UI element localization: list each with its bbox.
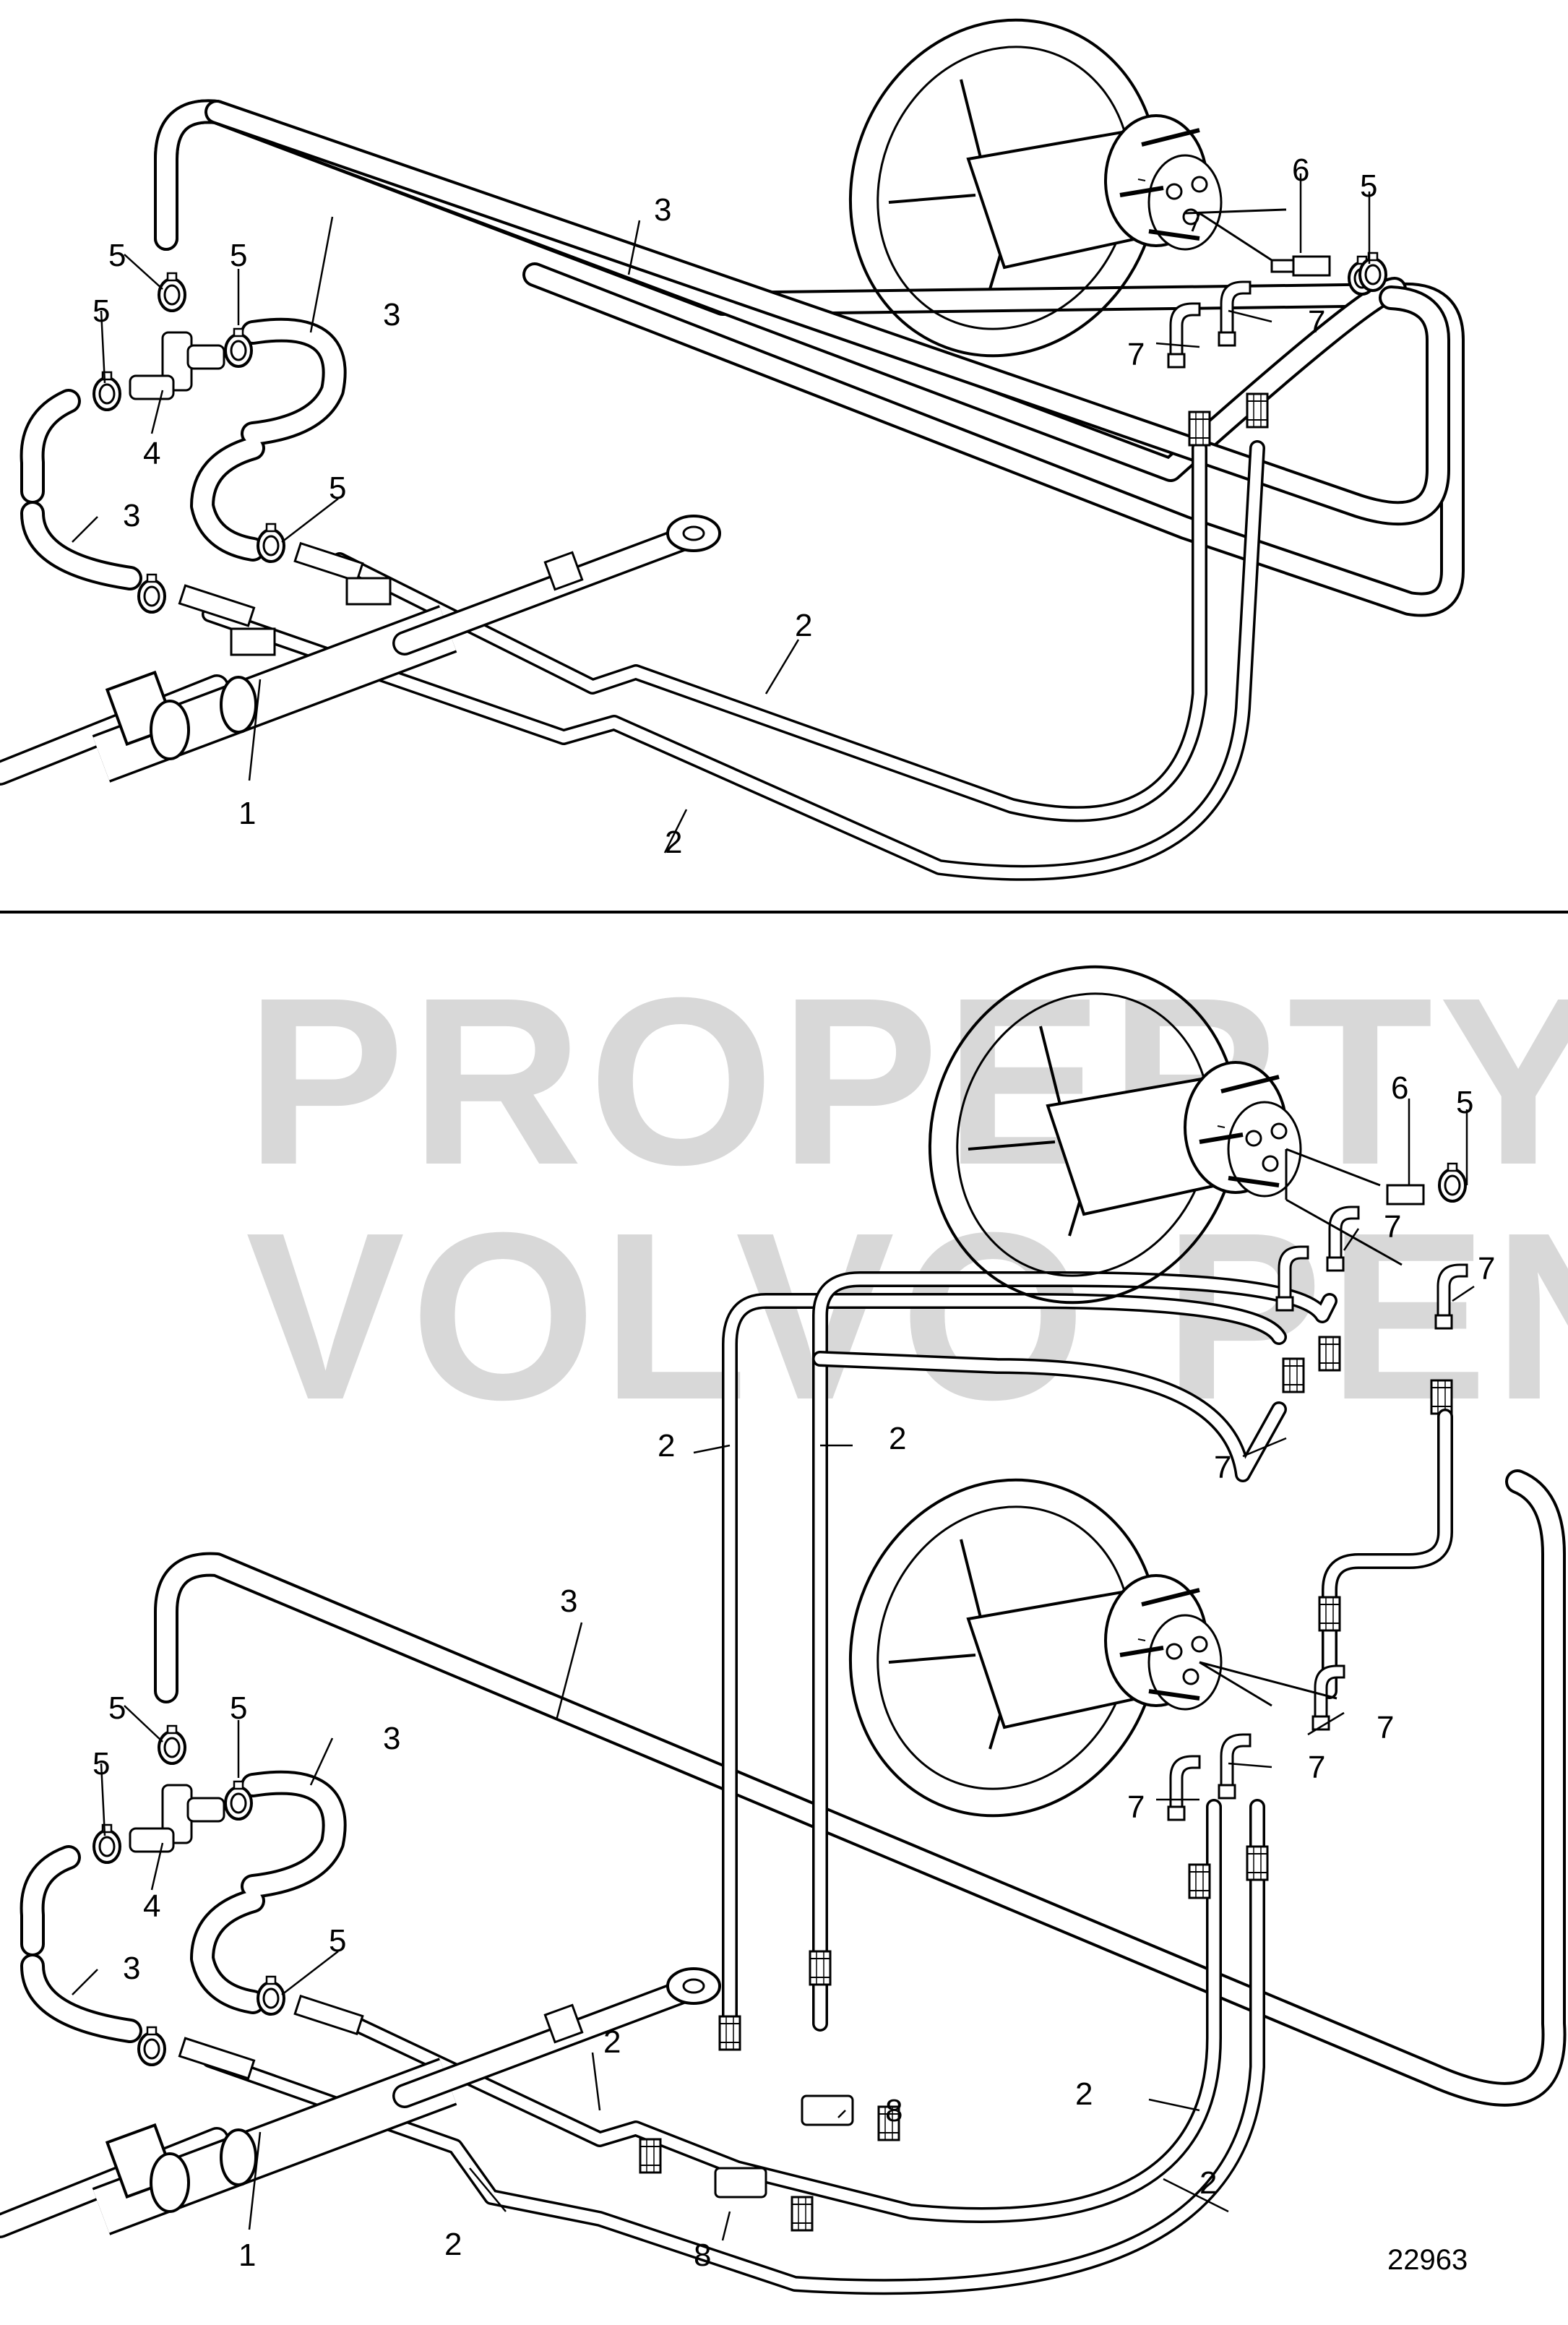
callout-lower-2f: 2 bbox=[1199, 2165, 1217, 2201]
callout-lower-7b: 7 bbox=[1478, 1251, 1495, 1286]
callout-lower-3b: 3 bbox=[123, 1951, 140, 1986]
callout-lower-2b: 2 bbox=[444, 2227, 462, 2262]
callout-lower-5e: 5 bbox=[1456, 1085, 1473, 1120]
callout-upper-5a: 5 bbox=[108, 238, 126, 273]
callout-upper-2a: 2 bbox=[795, 608, 812, 643]
callout-lower-7a: 7 bbox=[1384, 1209, 1401, 1245]
figure-number: 22963 bbox=[1387, 2244, 1468, 2276]
callout-lower-8b: 8 bbox=[694, 2238, 711, 2273]
callout-lower-8a: 8 bbox=[885, 2093, 903, 2128]
callout-lower-3c: 3 bbox=[560, 1583, 577, 1619]
callout-lower-3a: 3 bbox=[383, 1721, 400, 1756]
callout-lower-2d: 2 bbox=[889, 1421, 906, 1456]
callout-lower-6: 6 bbox=[1391, 1070, 1408, 1106]
callout-lower-7d: 7 bbox=[1377, 1710, 1394, 1745]
callout-lower-2c: 2 bbox=[658, 1428, 675, 1464]
watermark-line-1: PROPERTY OF bbox=[246, 947, 1568, 1214]
callout-upper-2b: 2 bbox=[665, 825, 682, 860]
callout-lower-5d: 5 bbox=[329, 1923, 346, 1959]
callout-lower-7e: 7 bbox=[1308, 1750, 1325, 1785]
callout-lower-7c: 7 bbox=[1214, 1450, 1231, 1485]
callout-lower-5b: 5 bbox=[230, 1690, 247, 1726]
watermark-line-2: VOLVO PENTA bbox=[246, 1182, 1568, 1449]
upper-view-single-helm bbox=[0, 0, 1465, 881]
callout-lower-5a: 5 bbox=[108, 1690, 126, 1726]
callout-lower-7f: 7 bbox=[1127, 1789, 1145, 1825]
callout-upper-3a: 3 bbox=[383, 297, 400, 332]
lower-callouts: 5 5 5 3 4 5 3 1 2 2 2 2 2 2 8 8 3 6 5 7 … bbox=[72, 1070, 1495, 2273]
callout-upper-5c: 5 bbox=[92, 293, 110, 329]
watermark: PROPERTY OF VOLVO PENTA bbox=[246, 947, 1568, 1449]
callout-upper-7b: 7 bbox=[1308, 304, 1325, 340]
callout-upper-5e: 5 bbox=[1360, 168, 1377, 204]
callout-upper-7a: 7 bbox=[1127, 337, 1145, 372]
callout-upper-1: 1 bbox=[238, 796, 256, 831]
callout-lower-5c: 5 bbox=[92, 1746, 110, 1782]
callout-upper-5b: 5 bbox=[230, 238, 247, 273]
callout-lower-1: 1 bbox=[238, 2238, 256, 2273]
lower-view-dual-helm bbox=[0, 923, 1567, 2295]
upper-callouts: 5 5 5 3 4 5 3 1 2 2 3 6 5 7 7 bbox=[72, 152, 1377, 860]
callout-lower-4: 4 bbox=[143, 1888, 160, 1924]
callout-upper-5d: 5 bbox=[329, 470, 346, 506]
callout-lower-2e: 2 bbox=[1075, 2076, 1093, 2112]
callout-upper-3c: 3 bbox=[654, 192, 671, 228]
callout-upper-4: 4 bbox=[143, 436, 160, 471]
callout-upper-3b: 3 bbox=[123, 498, 140, 533]
callout-lower-2a: 2 bbox=[603, 2024, 621, 2060]
callout-upper-6: 6 bbox=[1292, 152, 1309, 188]
